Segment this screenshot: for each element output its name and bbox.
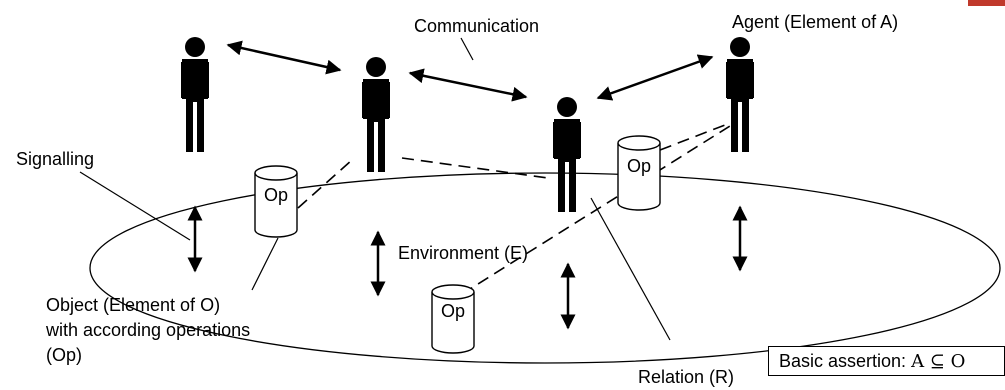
callout-lines [79, 37, 671, 341]
relation-label: Relation (R) [638, 367, 734, 387]
object-cylinder-1 [254, 165, 298, 238]
agent-1-figure [181, 37, 209, 152]
basic-assertion-formula: A ⊆ O [911, 350, 966, 372]
environment-ellipse [89, 172, 1001, 364]
communication-arrow [226, 40, 342, 75]
object-cylinder-3 [431, 284, 475, 354]
relation-line [461, 125, 731, 295]
communication-arrow [408, 68, 528, 102]
communication-label: Communication [414, 16, 539, 36]
object-op-label: Op [627, 156, 651, 176]
relation-line [401, 157, 549, 179]
basic-assertion-box: Basic assertion: A ⊆ O [768, 346, 1005, 376]
agent-label: Agent (Element of A) [732, 12, 898, 32]
object-label-line-2: with according operations [45, 320, 250, 340]
basic-assertion-text: Basic assertion: [779, 350, 907, 371]
objects [254, 135, 661, 354]
communication-callout-line [460, 37, 474, 61]
signalling-arrows [187, 205, 748, 330]
object-label-line-1: Object (Element of O) [46, 295, 220, 315]
agent-4-figure [726, 37, 754, 152]
agent-3-figure [553, 97, 581, 212]
object-callout-line [251, 237, 279, 291]
communication-arrow [596, 54, 714, 101]
communication-arrows [226, 40, 714, 102]
relation-line [659, 124, 726, 151]
object-op-label: Op [264, 185, 288, 205]
signalling-callout-line [79, 171, 191, 241]
object-op-label: Op [441, 301, 465, 321]
relation-line [297, 159, 353, 209]
object-label-line-3: (Op) [46, 345, 82, 365]
corner-accent-tab [968, 0, 1005, 6]
environment-label: Environment (E) [398, 243, 528, 263]
agent-2-figure [362, 57, 390, 172]
object-cylinder-2 [617, 135, 661, 211]
relation-callout-line [590, 197, 671, 341]
signalling-label: Signalling [16, 149, 94, 169]
relation-lines [297, 124, 731, 295]
